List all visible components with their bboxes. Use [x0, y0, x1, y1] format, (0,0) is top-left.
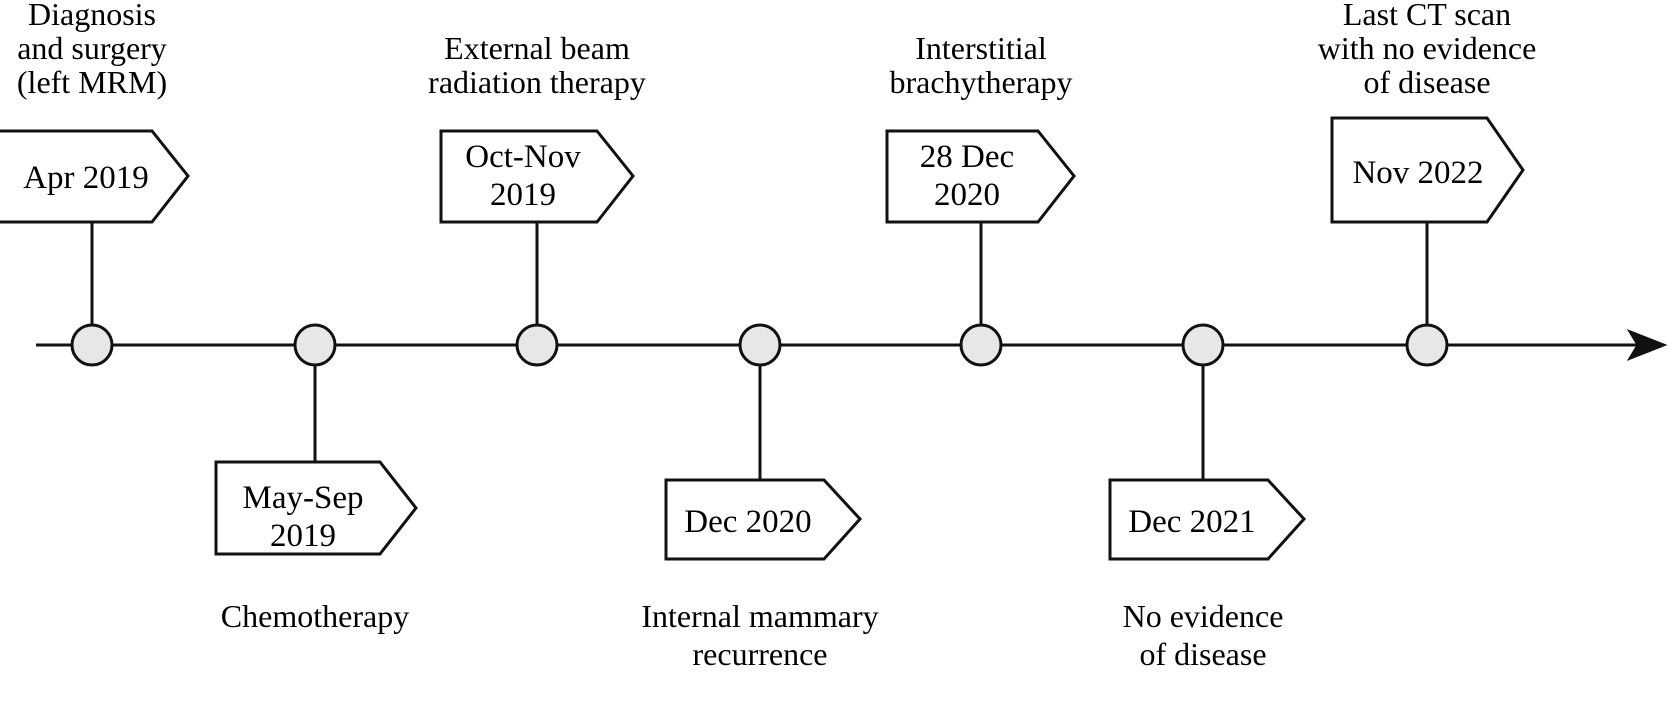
event-caption-line: recurrence — [693, 636, 828, 672]
event-flag-label: 2019 — [270, 518, 336, 554]
event-flag-label: Dec 2021 — [1128, 504, 1255, 540]
event-caption-line: External beam — [444, 30, 630, 66]
timeline-node — [1181, 323, 1225, 367]
event-flag-shape — [0, 129, 190, 224]
event-caption-line: brachytherapy — [889, 64, 1072, 100]
timeline-arrow-head — [1626, 328, 1668, 362]
event-flag-shape — [1330, 116, 1525, 224]
timeline-node — [70, 323, 114, 367]
event-caption-line: Internal mammary — [641, 598, 878, 634]
event-group-external-beam-radiation-therapy: Oct-Nov 2019 External beam radiation the… — [428, 30, 646, 367]
event-flag-label: May-Sep — [243, 480, 364, 516]
event-group-last-ct-scan: Nov 2022 Last CT scan with no evidence o… — [1318, 0, 1537, 367]
event-caption-line: Interstitial — [915, 30, 1047, 66]
event-group-internal-mammary-recurrence: Dec 2020 Internal mammary recurrence — [641, 323, 879, 672]
event-flag-shape — [1108, 478, 1307, 561]
event-group-no-evidence-of-disease: Dec 2021 No evidence of disease — [1108, 323, 1307, 672]
event-flag-label: 2020 — [934, 177, 1000, 213]
event-flag-label: Apr 2019 — [23, 160, 149, 196]
timeline-node — [293, 323, 337, 367]
event-flag-shape — [885, 129, 1076, 224]
timeline-node — [738, 323, 782, 367]
event-caption-line: Last CT scan — [1343, 0, 1511, 32]
event-caption-line: radiation therapy — [428, 64, 646, 100]
event-caption-line: Diagnosis — [28, 0, 156, 32]
event-flag-label: 28 Dec — [920, 139, 1014, 175]
event-flag-label: Nov 2022 — [1352, 155, 1483, 191]
event-caption-line: No evidence — [1123, 598, 1284, 634]
event-caption-line: and surgery — [17, 30, 167, 66]
event-caption-line: (left MRM) — [17, 64, 167, 100]
event-flag-shape — [214, 460, 418, 556]
event-flag-label: 2019 — [490, 177, 556, 213]
event-flag-label: Dec 2020 — [684, 504, 811, 540]
timeline-node — [515, 323, 559, 367]
timeline-node — [1405, 323, 1449, 367]
event-flag-shape — [664, 478, 863, 561]
timeline-node — [959, 323, 1003, 367]
event-caption-line: Chemotherapy — [221, 598, 409, 634]
event-flag-label: Oct-Nov — [465, 139, 581, 175]
event-flag-shape — [439, 129, 635, 224]
event-caption-line: of disease — [1139, 636, 1266, 672]
event-caption-line: of disease — [1363, 64, 1490, 100]
event-group-chemotherapy: May-Sep 2019 Chemotherapy — [214, 323, 418, 634]
event-group-interstitial-brachytherapy: 28 Dec 2020 Interstitial brachytherapy — [885, 30, 1076, 367]
event-group-diagnosis-surgery: Apr 2019 Diagnosis and surgery (left MRM… — [0, 0, 190, 367]
event-caption-line: with no evidence — [1318, 30, 1537, 66]
